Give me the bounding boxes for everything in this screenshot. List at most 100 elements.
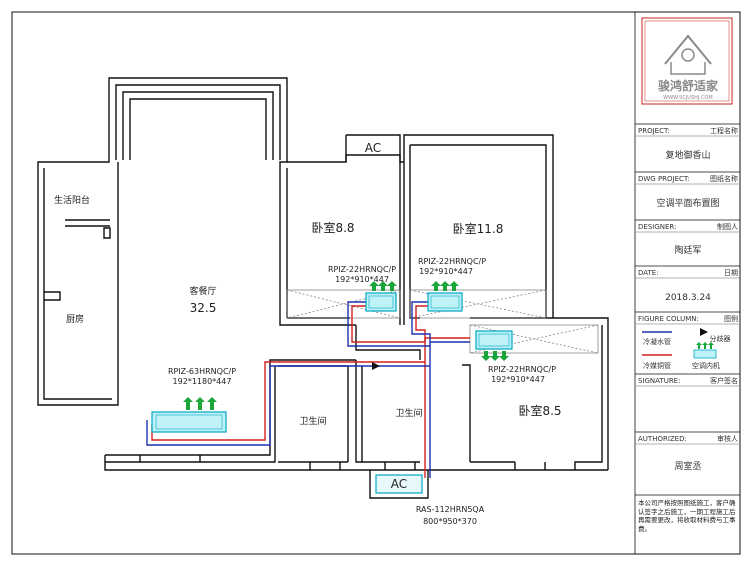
balcony-wall [65, 219, 110, 227]
airflow-arrow [490, 351, 500, 361]
legend-distributor-icon [700, 328, 708, 336]
indoor-unit-bed2 [427, 281, 463, 312]
title-block [634, 12, 740, 554]
airflow-arrow [708, 342, 714, 349]
bed3-left [462, 364, 471, 462]
unit-living-body [151, 411, 227, 433]
airflow-arrow [431, 281, 441, 291]
label-living-area: 32.5 [190, 301, 217, 315]
legend-unit-label: 空调内机 [692, 361, 720, 370]
ceiling-bed1-diag1 [286, 289, 401, 319]
legend-distributor-label: 分歧器 [710, 334, 731, 343]
outdoor-unit-model: RAS-112HRN5QA [416, 505, 485, 514]
ac-top-box [345, 134, 401, 162]
airflow-arrows-bed3 [481, 351, 509, 361]
tb-dwg-cn: 图纸名称 [710, 174, 738, 183]
unit-bed3-grille [478, 333, 510, 347]
airflow-arrow [369, 281, 379, 291]
flow-arrow [372, 362, 380, 370]
tb-dwg-key: DWG PROJECT: [638, 175, 690, 183]
legend: 冷凝水管 分歧器 冷媒铜管 空调内机 [642, 328, 731, 370]
logo-roof [664, 34, 712, 65]
label-bed3: 卧室8.5 [518, 403, 561, 418]
ac-top-label: AC [365, 141, 381, 155]
bed2-unit-model: RPIZ-22HRNQC/P [418, 257, 486, 266]
unit-bed1-body [365, 292, 397, 312]
label-bath1: 卫生间 [299, 415, 326, 427]
airflow-arrow [440, 281, 450, 291]
airflow-arrows-bed2 [431, 281, 459, 291]
bay-outer [108, 77, 288, 160]
pipe-red-bed3 [424, 337, 470, 342]
tb-project-key: PROJECT: [638, 127, 670, 135]
tb-design-key: DESIGNER: [638, 223, 676, 231]
tb-dwg-value: 空调平面布置图 [656, 197, 719, 209]
bed3-window [514, 462, 546, 470]
left-inner [43, 168, 112, 400]
legend-condensate-label: 冷凝水管 [643, 337, 671, 346]
label-balcony: 生活阳台 [54, 194, 90, 206]
airflow-arrow [499, 351, 509, 361]
label-kitchen: 厨房 [66, 313, 84, 325]
pipe-blue-living [146, 365, 430, 446]
label-living: 客餐厅 [189, 285, 216, 297]
unit-bed2-grille [430, 295, 460, 309]
bay-inner-1 [115, 84, 281, 160]
legend-airflow-icon [696, 342, 714, 349]
indoor-unit-bed1 [365, 281, 397, 312]
label-bed2: 卧室11.8 [453, 221, 504, 236]
living-unit-size: 192*1180*447 [173, 377, 232, 386]
bed1-unit-size: 192*910*447 [335, 275, 389, 284]
sheet-border [11, 11, 741, 555]
airflow-arrow [481, 351, 491, 361]
unit-bed1-grille [368, 295, 394, 309]
tb-authorized-key: AUTHORIZED: [638, 435, 687, 443]
label-bed1: 卧室8.8 [311, 220, 354, 235]
logo-brand-text: 骏鸿舒适家 [658, 78, 719, 93]
bath2-left [355, 360, 420, 463]
company-logo: 骏鸿舒适家 WWW.SCJUSHJ.COM [641, 17, 733, 105]
airflow-arrow [449, 281, 459, 291]
tb-project-value: 复地御香山 [665, 149, 710, 161]
logo-frame [641, 17, 733, 105]
tb-date-key: DATE: [638, 269, 659, 277]
bed1-unit-model: RPIZ-22HRNQC/P [328, 265, 396, 274]
airflow-arrow [387, 281, 397, 291]
bed3-unit-size: 192*910*447 [491, 375, 545, 384]
unit-bed2-body [427, 292, 463, 312]
unit-living-grille [155, 414, 223, 430]
airflow-arrow [696, 342, 702, 349]
tb-note: 本公司严格按照图纸施工，客户确认签字之后施工，一期工程施工后再需要更改，将收取材… [638, 499, 736, 533]
tb-date-cn: 日期 [724, 269, 738, 277]
outdoor-ac-box [369, 470, 429, 499]
bed2-outer [403, 134, 554, 318]
door-jamb-1 [103, 227, 111, 239]
corridor-wall [355, 325, 421, 360]
legend-refrigerant-label: 冷媒铜管 [643, 361, 671, 370]
airflow-arrows-living [183, 397, 217, 410]
bed1-left-wall [279, 160, 356, 326]
airflow-arrow [702, 342, 708, 349]
ceiling-bed2 [409, 289, 547, 319]
logo-house [670, 62, 706, 75]
unit-bed3-body [475, 330, 513, 350]
tb-figure-cn: 图例 [724, 314, 738, 323]
ceiling-bed1 [286, 289, 401, 319]
window-mark-3 [384, 462, 416, 470]
tb-authorized-value: 周室丞 [674, 460, 701, 472]
condensate-pipes [146, 301, 470, 478]
window-mark-1 [139, 455, 201, 462]
airflow-arrow [195, 397, 205, 410]
kitchen-notch [44, 291, 61, 301]
left-outer [37, 160, 119, 406]
bed3-unit-model: RPIZ-22HRNQC/P [488, 365, 556, 374]
bed2-inner [410, 144, 547, 318]
airflow-arrow [183, 397, 193, 410]
window-mark-2 [309, 462, 341, 470]
logo-url-text: WWW.SCJUSHJ.COM [663, 95, 712, 101]
tb-authorized-cn: 审核人 [717, 434, 738, 443]
bed3-inner-right [574, 325, 603, 470]
bottom-left-inner [105, 366, 276, 463]
